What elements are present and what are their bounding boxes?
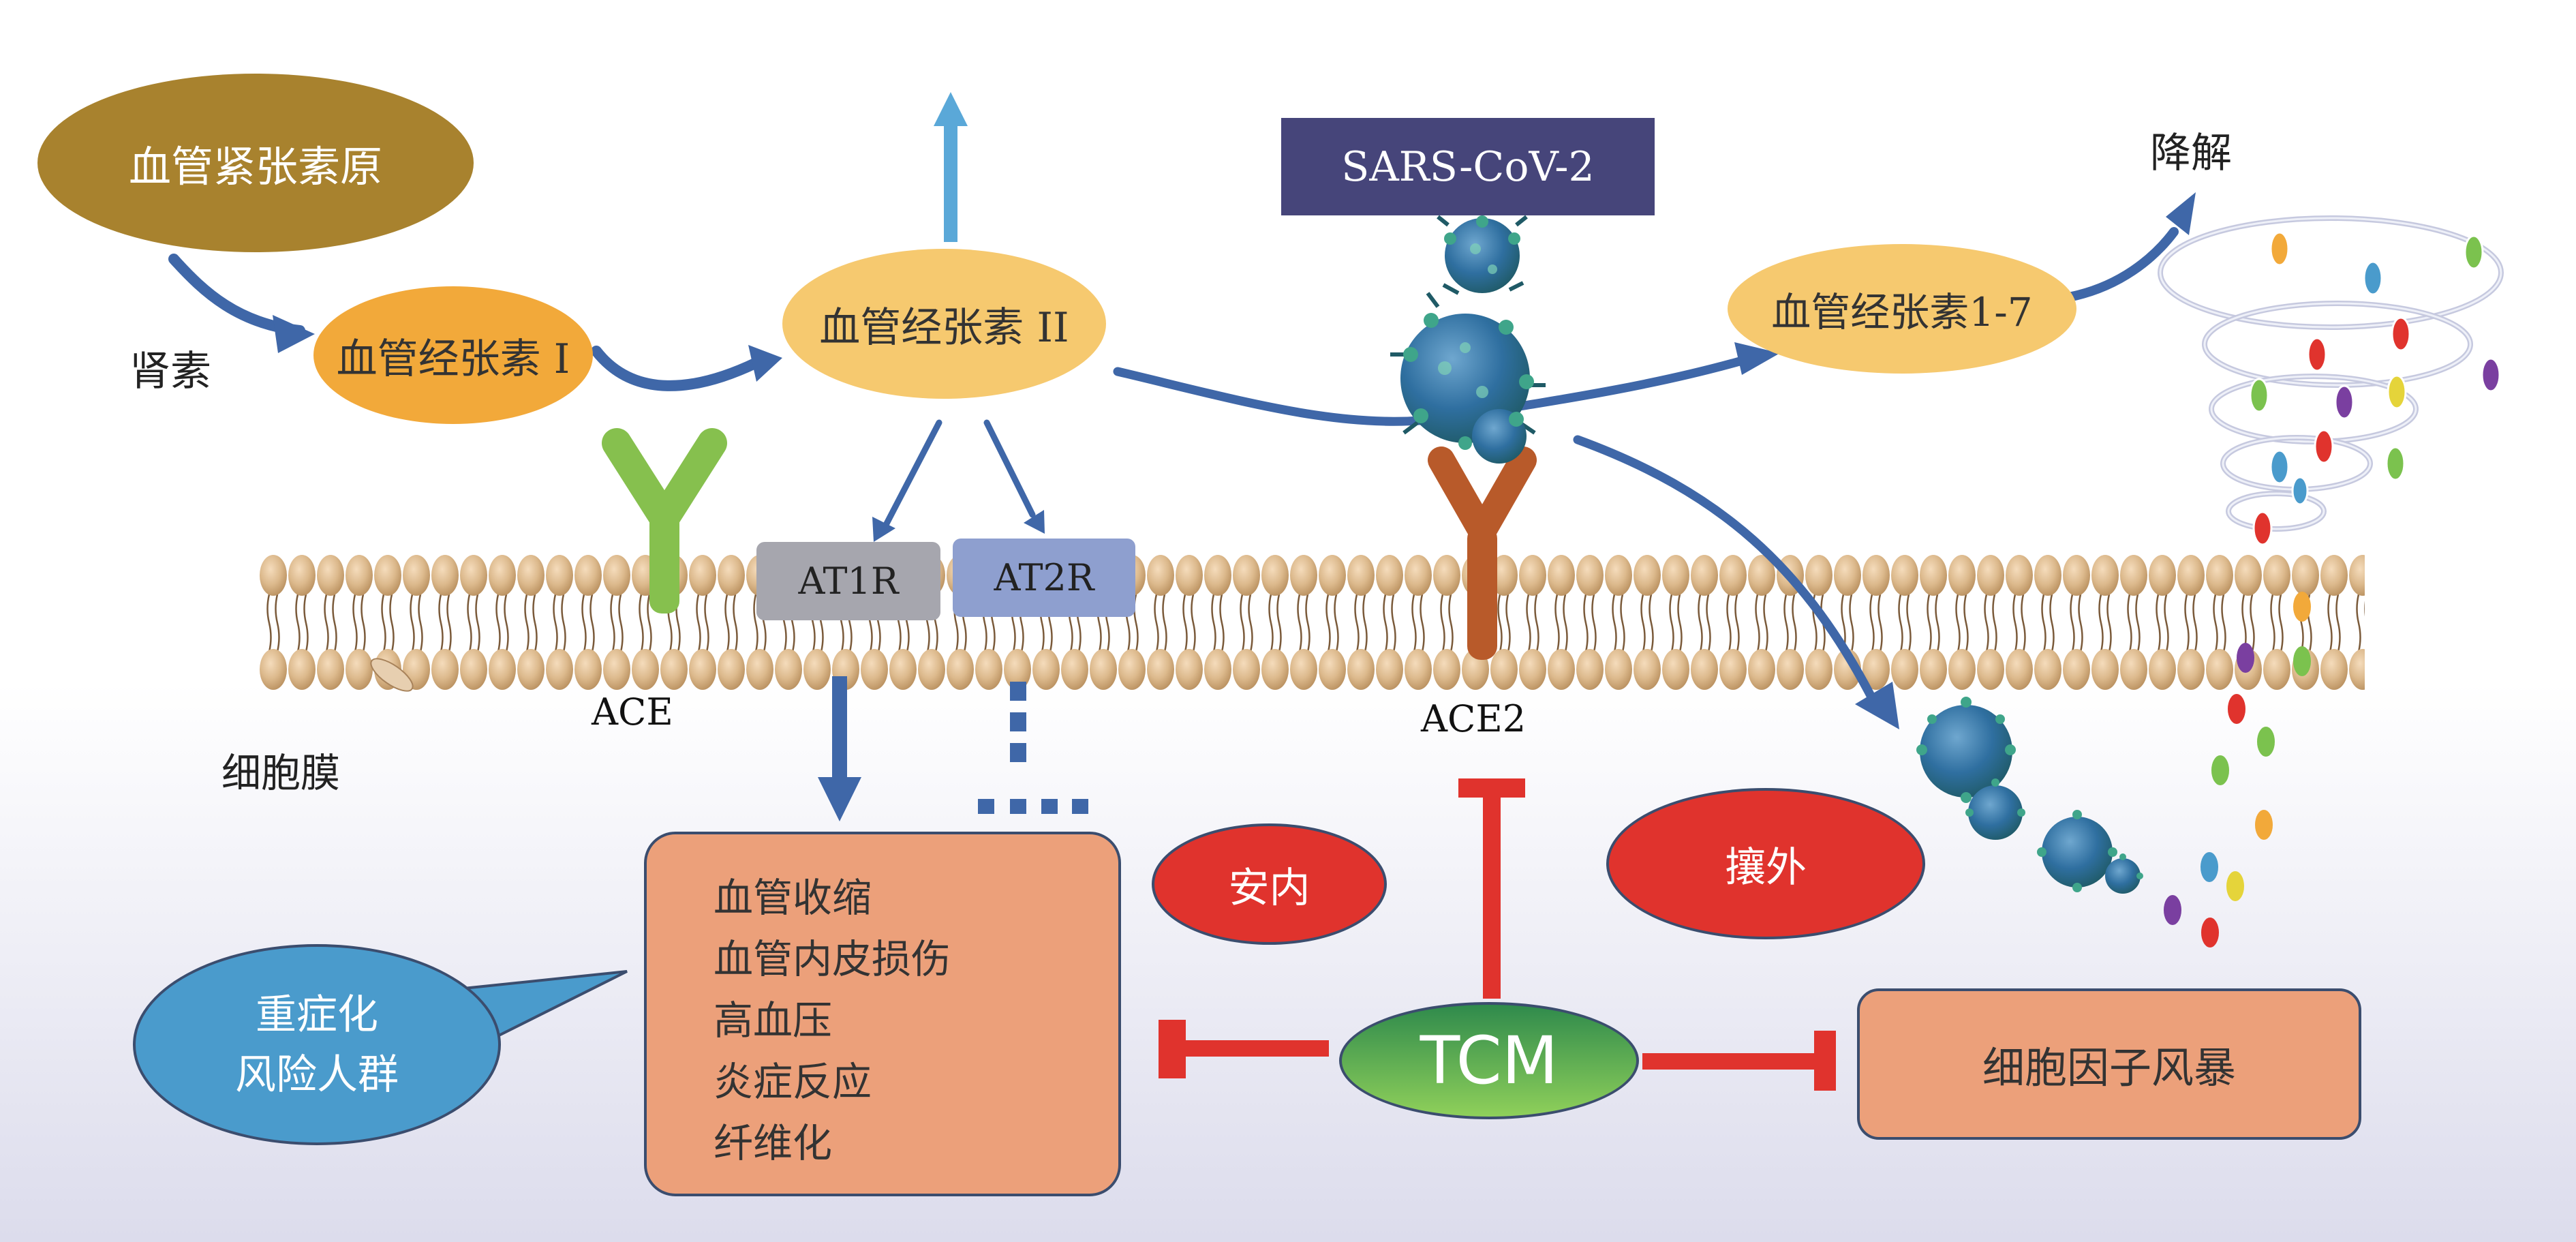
- annei-label: 安内: [1228, 864, 1310, 912]
- ang1-label: 血管经张素 I: [336, 335, 570, 383]
- angiotensinogen-node: 血管紧张素原: [37, 74, 474, 252]
- ang1-node: 血管经张素 I: [313, 286, 593, 424]
- effect-item: 血管收缩: [714, 875, 872, 921]
- at1r-receptor: AT1R: [756, 542, 940, 620]
- effect-item: 血管内皮损伤: [714, 936, 951, 982]
- effect-item: 纤维化: [714, 1120, 833, 1166]
- arrow-ang1-to-ang2: [591, 346, 762, 391]
- effect-item: 炎症反应: [714, 1059, 872, 1105]
- released-virus-icons: [1916, 697, 2143, 894]
- arrow-ang17-to-degradation: [2067, 227, 2179, 301]
- cytokine-particles: [2249, 231, 2501, 546]
- ang17-label: 血管经张素1-7: [1771, 289, 2033, 335]
- at2r-receptor: AT2R: [953, 539, 1135, 617]
- cell-membrane: [259, 554, 2365, 692]
- risk-group-line-2: 风险人群: [235, 1050, 399, 1099]
- ace-label: ACE: [592, 691, 673, 733]
- tcm-label: TCM: [1420, 1023, 1559, 1099]
- cytokine-tornado-icon: [2158, 215, 2504, 532]
- ace2-receptor-icon: [1428, 446, 1537, 660]
- up-arrow: [934, 92, 968, 242]
- ace-receptor-icon: [602, 428, 727, 614]
- rangwai-label: 攘外: [1725, 843, 1807, 892]
- at1r-label: AT1R: [798, 560, 899, 603]
- ang2-label: 血管经张素 II: [819, 303, 1069, 352]
- annei-node: 安内: [1152, 823, 1387, 945]
- membrane-label: 细胞膜: [221, 750, 341, 796]
- ang2-node: 血管经张素 II: [782, 249, 1106, 399]
- arrow-to-virus-outside: [1573, 435, 1882, 714]
- inhibition-lines: [1159, 778, 1836, 1091]
- tcm-node: TCM: [1339, 1002, 1639, 1119]
- at2r-label: AT2R: [994, 556, 1094, 599]
- renin-label: 肾素: [129, 348, 211, 395]
- arrow-ang2-to-at1r: [883, 419, 942, 528]
- falling-cytokines: [2164, 592, 2311, 948]
- ace2-label: ACE2: [1421, 697, 1527, 740]
- sars-cov-2-box: SARS-CoV-2: [1281, 118, 1655, 215]
- effect-item: 高血压: [714, 997, 833, 1044]
- cytokine-storm-label: 细胞因子风暴: [1982, 1043, 2236, 1093]
- arrow-ang2-to-at2r: [983, 419, 1036, 518]
- degradation-label: 降解: [2150, 130, 2232, 177]
- angiotensinogen-label: 血管紧张素原: [128, 142, 382, 192]
- risk-group-line-1: 重症化: [256, 990, 378, 1039]
- ang17-node: 血管经张素1-7: [1728, 244, 2076, 374]
- rangwai-node: 攘外: [1606, 788, 1925, 939]
- sars-cov-2-label: SARS-CoV-2: [1341, 142, 1595, 191]
- effects-box: 血管收缩 血管内皮损伤 高血压 炎症反应 纤维化: [644, 832, 1121, 1196]
- risk-group-bubble: 重症化 风险人群: [133, 944, 501, 1145]
- cytokine-storm-box: 细胞因子风暴: [1857, 988, 2361, 1140]
- at2r-dotted-signal: [978, 682, 1088, 814]
